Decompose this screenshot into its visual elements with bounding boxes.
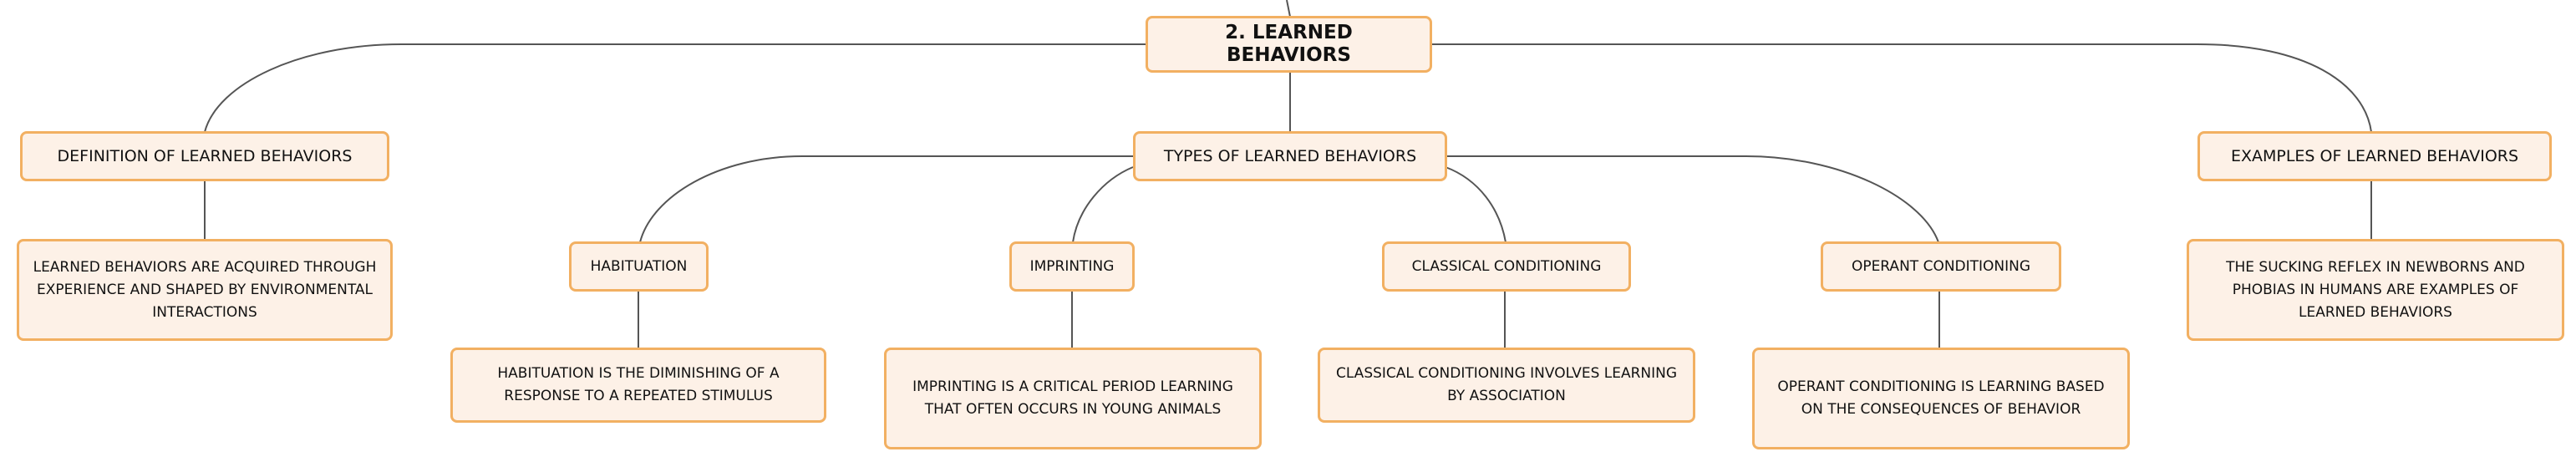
connector-root-to-examples [1432,43,2372,133]
types-node[interactable]: TYPES OF LEARNED BEHAVIORS [1133,131,1447,181]
imprinting-detail-node[interactable]: IMPRINTING IS A CRITICAL PERIOD LEARNING… [884,348,1262,449]
imprinting-node[interactable]: IMPRINTING [1009,241,1135,292]
connector-types-to-habituation [639,155,1133,243]
examples-detail-node[interactable]: THE SUCKING REFLEX IN NEWBORNS AND PHOBI… [2187,239,2564,341]
habituation-node[interactable]: HABITUATION [569,241,709,292]
operant-conditioning-detail-node[interactable]: OPERANT CONDITIONING IS LEARNING BASED O… [1752,348,2130,449]
definition-detail-node[interactable]: LEARNED BEHAVIORS ARE ACQUIRED THROUGH E… [17,239,393,341]
connector-parent-to-root [1286,0,1291,18]
habituation-detail-node[interactable]: HABITUATION IS THE DIMINISHING OF A RESP… [450,348,826,423]
operant-conditioning-node[interactable]: OPERANT CONDITIONING [1821,241,2061,292]
connector-types-to-imprinting [1072,166,1134,243]
classical-conditioning-node[interactable]: CLASSICAL CONDITIONING [1382,241,1631,292]
connector-root-to-definition [204,43,1149,133]
root-node[interactable]: 2. LEARNED BEHAVIORS [1146,16,1432,73]
examples-node[interactable]: EXAMPLES OF LEARNED BEHAVIORS [2197,131,2552,181]
connector-types-to-operant [1446,155,1939,243]
classical-conditioning-detail-node[interactable]: CLASSICAL CONDITIONING INVOLVES LEARNING… [1318,348,1695,423]
connector-types-to-classical [1445,166,1506,243]
definition-node[interactable]: DEFINITION OF LEARNED BEHAVIORS [20,131,389,181]
